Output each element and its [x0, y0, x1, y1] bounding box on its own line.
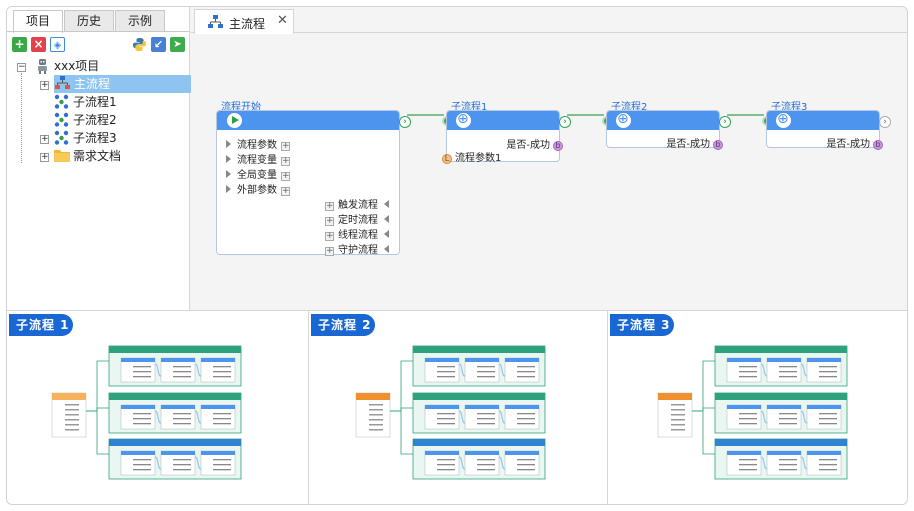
subflow-icon: [776, 111, 791, 128]
trigger-flow-row[interactable]: +触发流程: [325, 196, 389, 211]
subflow-icon: [456, 111, 471, 128]
subflow-icon: [54, 130, 69, 145]
preview-panel-3[interactable]: 子流程 3: [608, 311, 907, 504]
python-icon[interactable]: [132, 37, 147, 52]
param-row[interactable]: 流程参数+: [226, 136, 290, 151]
subflow-2-title: 子流程2: [611, 102, 648, 113]
tab-divider: [7, 31, 189, 32]
wand-icon[interactable]: ↙: [151, 37, 166, 52]
preview-badge-2: 子流程 2: [311, 314, 375, 336]
preview-panel-2[interactable]: 子流程 2: [309, 311, 607, 504]
timer-flow-row[interactable]: +定时流程: [325, 211, 389, 226]
tree-item-docs[interactable]: 需求文档: [54, 147, 121, 165]
tree-item-label: 子流程3: [73, 131, 117, 145]
start-node-header: [217, 111, 399, 130]
tab-history[interactable]: 历史: [64, 10, 114, 32]
subflow-3-header: [767, 111, 879, 130]
daemon-flow-row[interactable]: +守护流程: [325, 241, 389, 256]
folder-icon: [54, 149, 70, 162]
flow-icon: [55, 76, 70, 90]
preview-divider: [308, 311, 309, 504]
tab-label: 主流程: [229, 17, 266, 31]
tree-item-label: 子流程2: [73, 113, 117, 127]
tab-project[interactable]: 项目: [13, 10, 63, 33]
preview-thumbnail-1: [51, 345, 242, 480]
global-var-row[interactable]: 全局变量+: [226, 166, 290, 181]
tree-item-subflow-2[interactable]: 子流程2: [54, 111, 117, 129]
robot-icon: [35, 58, 50, 74]
collapse-toggle[interactable]: −: [17, 62, 26, 72]
variable-row[interactable]: 流程变量+: [226, 151, 290, 166]
left-tabs: 项目 历史 示例: [13, 10, 166, 33]
subflow-2-header: [607, 111, 719, 130]
subflow-3-title: 子流程3: [771, 102, 808, 113]
tree-item-label: 主流程: [74, 77, 111, 91]
delete-icon[interactable]: ×: [31, 37, 46, 52]
start-node[interactable]: 流程参数+ 流程变量+ 全局变量+ 外部参数+ +触发流程 +定时流程 +线程流…: [216, 110, 400, 256]
subflow-2-out-port[interactable]: ›: [719, 116, 731, 128]
subflow-icon: [616, 111, 631, 128]
tree-item-label: 子流程1: [73, 95, 117, 109]
expand-toggle[interactable]: +: [40, 152, 49, 162]
flow-icon: [208, 15, 223, 29]
flow-canvas[interactable]: 流程开始 流程参数+ 流程变量+ 全局变量+ 外部参数+ +触发流程 +定时流程…: [191, 34, 907, 310]
tree-guide-line: [21, 73, 22, 163]
subflow-icon: [54, 94, 69, 109]
subflow-3-node[interactable]: 是否-成功b: [766, 110, 883, 150]
preview-thumbnail-2: [355, 345, 546, 480]
subflow-3-out-port[interactable]: ›: [879, 116, 891, 128]
cube-icon[interactable]: ◈: [50, 37, 65, 52]
start-node-title: 流程开始: [221, 102, 261, 113]
preview-divider: [607, 311, 608, 504]
preview-badge-3: 子流程 3: [610, 314, 674, 336]
close-icon[interactable]: ✕: [277, 13, 288, 28]
subflow-previews: 子流程 1 子流程 2 子流程 3: [7, 310, 907, 504]
start-out-port[interactable]: ›: [399, 116, 411, 128]
connector-lines: [407, 114, 764, 116]
subflow-1-out-port[interactable]: ›: [559, 116, 571, 128]
thread-flow-row[interactable]: +线程流程: [325, 226, 389, 241]
preview-panel-1[interactable]: 子流程 1: [7, 311, 308, 504]
project-toolbar: + × ◈ ↙ ➤: [12, 37, 185, 53]
send-icon[interactable]: ➤: [170, 37, 185, 52]
expand-toggle[interactable]: +: [40, 80, 49, 90]
subflow-1-title: 子流程1: [451, 102, 488, 113]
tab-main-flow[interactable]: 主流程 ✕: [194, 9, 294, 34]
add-icon[interactable]: +: [12, 37, 27, 52]
external-param-row[interactable]: 外部参数+: [226, 181, 290, 196]
tree-item-main-flow[interactable]: 主流程: [54, 75, 194, 93]
editor-tab-bar: 主流程 ✕: [191, 7, 907, 34]
project-panel: 项目 历史 示例 + × ◈ ↙ ➤ − xxx项目 +: [7, 7, 194, 310]
tab-examples[interactable]: 示例: [115, 10, 165, 32]
preview-thumbnail-3: [657, 345, 848, 480]
app-window: 项目 历史 示例 + × ◈ ↙ ➤ − xxx项目 +: [6, 6, 908, 505]
tree-root-label[interactable]: xxx项目: [54, 59, 100, 73]
tree-item-subflow-3[interactable]: 子流程3: [54, 129, 117, 147]
tree-item-label: 需求文档: [73, 149, 122, 163]
expand-toggle[interactable]: +: [40, 134, 49, 144]
subflow-2-node[interactable]: 是否-成功b: [606, 110, 723, 150]
subflow-icon: [54, 112, 69, 127]
play-icon: [227, 113, 242, 128]
subflow-1-header: [447, 111, 559, 130]
tree-item-subflow-1[interactable]: 子流程1: [54, 93, 117, 111]
preview-badge-1: 子流程 1: [9, 314, 73, 336]
